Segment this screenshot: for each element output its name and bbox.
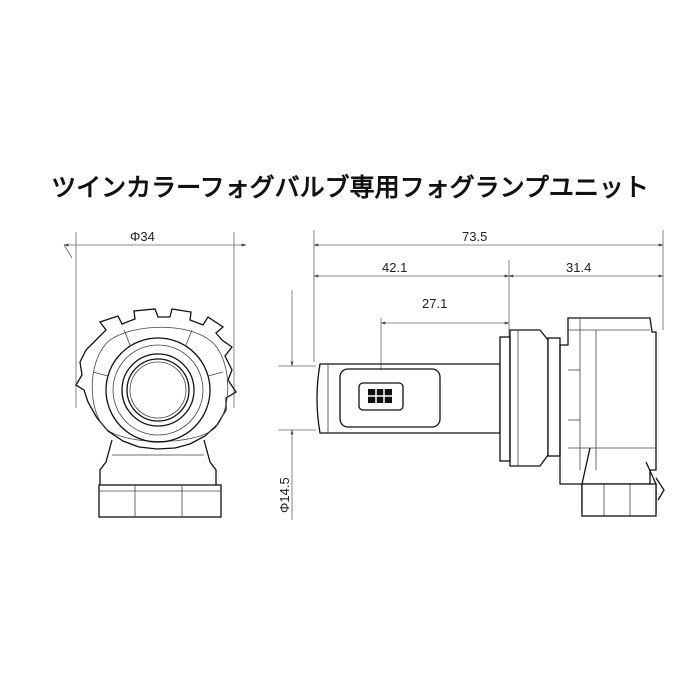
- side-connector: [581, 483, 657, 517]
- front-outer-ring: [75, 308, 237, 450]
- side-flange: [509, 329, 549, 467]
- front-diameter-label: Φ34: [130, 229, 155, 244]
- overall-length-label: 73.5: [462, 229, 487, 244]
- front-notch-2: [185, 329, 193, 346]
- front-lens-outer: [121, 353, 195, 427]
- front-lens-mid: [126, 358, 190, 422]
- side-collar-left: [499, 336, 511, 462]
- front-lens-inner: [129, 361, 187, 419]
- diagram-title: ツインカラーフォグバルブ専用フォグランプユニット: [51, 173, 649, 202]
- front-body-ring-inner: [112, 344, 204, 436]
- side-led-board: [339, 368, 441, 428]
- front-dim-tick: [63, 244, 73, 259]
- side-latch: [655, 477, 665, 501]
- front-neck: [99, 439, 217, 485]
- side-rear-housing: [559, 317, 657, 485]
- front-mid-ring: [91, 326, 229, 442]
- rear-length-label: 31.4: [566, 260, 591, 275]
- side-view: 73.5 42.1 31.4 27.1 Φ14.5: [277, 229, 665, 520]
- front-notch-1: [123, 329, 131, 346]
- side-shaft: [316, 363, 501, 434]
- front-notch-3: [92, 371, 109, 377]
- length-to-flange-label: 42.1: [382, 260, 407, 275]
- front-view: Φ34: [63, 229, 247, 518]
- front-connector: [98, 484, 222, 518]
- led-offset-label: 27.1: [422, 296, 447, 311]
- front-body-ring: [105, 337, 211, 443]
- front-notch-4: [207, 371, 224, 377]
- side-collar-right: [547, 337, 561, 457]
- shaft-diameter-label: Φ14.5: [277, 477, 292, 513]
